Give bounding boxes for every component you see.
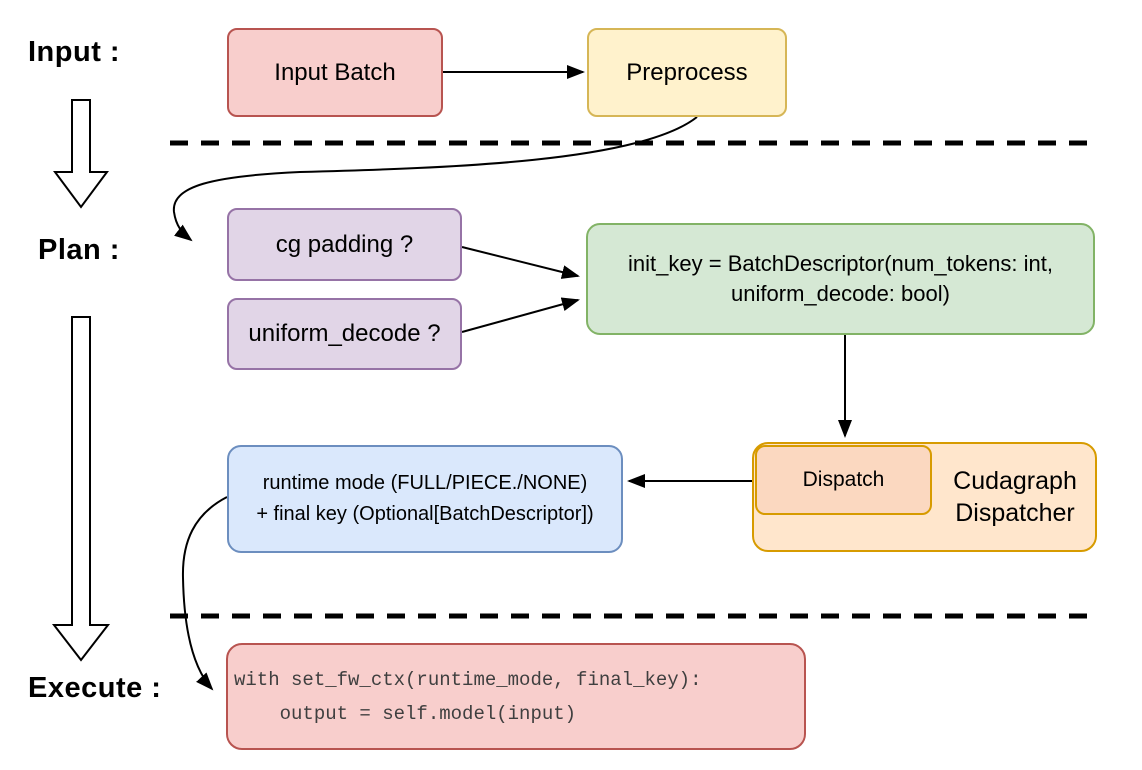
- node-runtime-mode-line2: + final key (Optional[BatchDescriptor]): [256, 503, 594, 525]
- stage-label-execute: Execute :: [28, 672, 162, 704]
- node-preprocess: Preprocess: [587, 28, 787, 117]
- edge-preprocess-cgpadding: [172, 116, 698, 242]
- stage-arrow-plan-to-execute-icon: [51, 316, 111, 662]
- node-uniform-decode: uniform_decode ?: [227, 298, 462, 370]
- node-cg-padding-label: cg padding ?: [275, 230, 414, 258]
- execute-code-line1: with set_fw_ctx(runtime_mode, final_key)…: [234, 668, 702, 691]
- edge-runtimemode-executecode: [181, 496, 228, 691]
- cudagraph-label-line1: Cudagraph: [953, 467, 1077, 495]
- node-cg-padding: cg padding ?: [227, 208, 462, 281]
- cudagraph-label-line2: Dispatcher: [955, 499, 1075, 527]
- stage-label-plan: Plan :: [38, 234, 120, 266]
- node-input-batch-label: Input Batch: [274, 58, 396, 86]
- node-init-key-line1: init_key = BatchDescriptor(num_tokens: i…: [628, 251, 1053, 276]
- edge-uniformdecode-initkey: [461, 297, 580, 333]
- stage-label-input: Input :: [28, 36, 121, 68]
- node-uniform-decode-label: uniform_decode ?: [248, 320, 441, 347]
- node-cudagraph-dispatcher-label: Cudagraph Dispatcher: [935, 442, 1095, 552]
- node-runtime-mode: runtime mode (FULL/PIECE./NONE) + final …: [227, 445, 623, 553]
- node-input-batch: Input Batch: [227, 28, 443, 117]
- execute-code-line2: output = self.model(input): [234, 702, 577, 725]
- node-runtime-mode-line1: runtime mode (FULL/PIECE./NONE): [262, 472, 588, 494]
- stage-arrow-input-to-plan-icon: [53, 99, 109, 209]
- node-init-key: init_key = BatchDescriptor(num_tokens: i…: [586, 223, 1095, 335]
- node-dispatch-label: Dispatch: [802, 467, 885, 491]
- node-dispatch: Dispatch: [755, 445, 932, 515]
- node-preprocess-label: Preprocess: [626, 58, 748, 86]
- node-init-key-line2: uniform_decode: bool): [731, 281, 950, 306]
- node-execute-code: with set_fw_ctx(runtime_mode, final_key)…: [226, 643, 806, 750]
- edge-cgpadding-initkey: [461, 246, 580, 279]
